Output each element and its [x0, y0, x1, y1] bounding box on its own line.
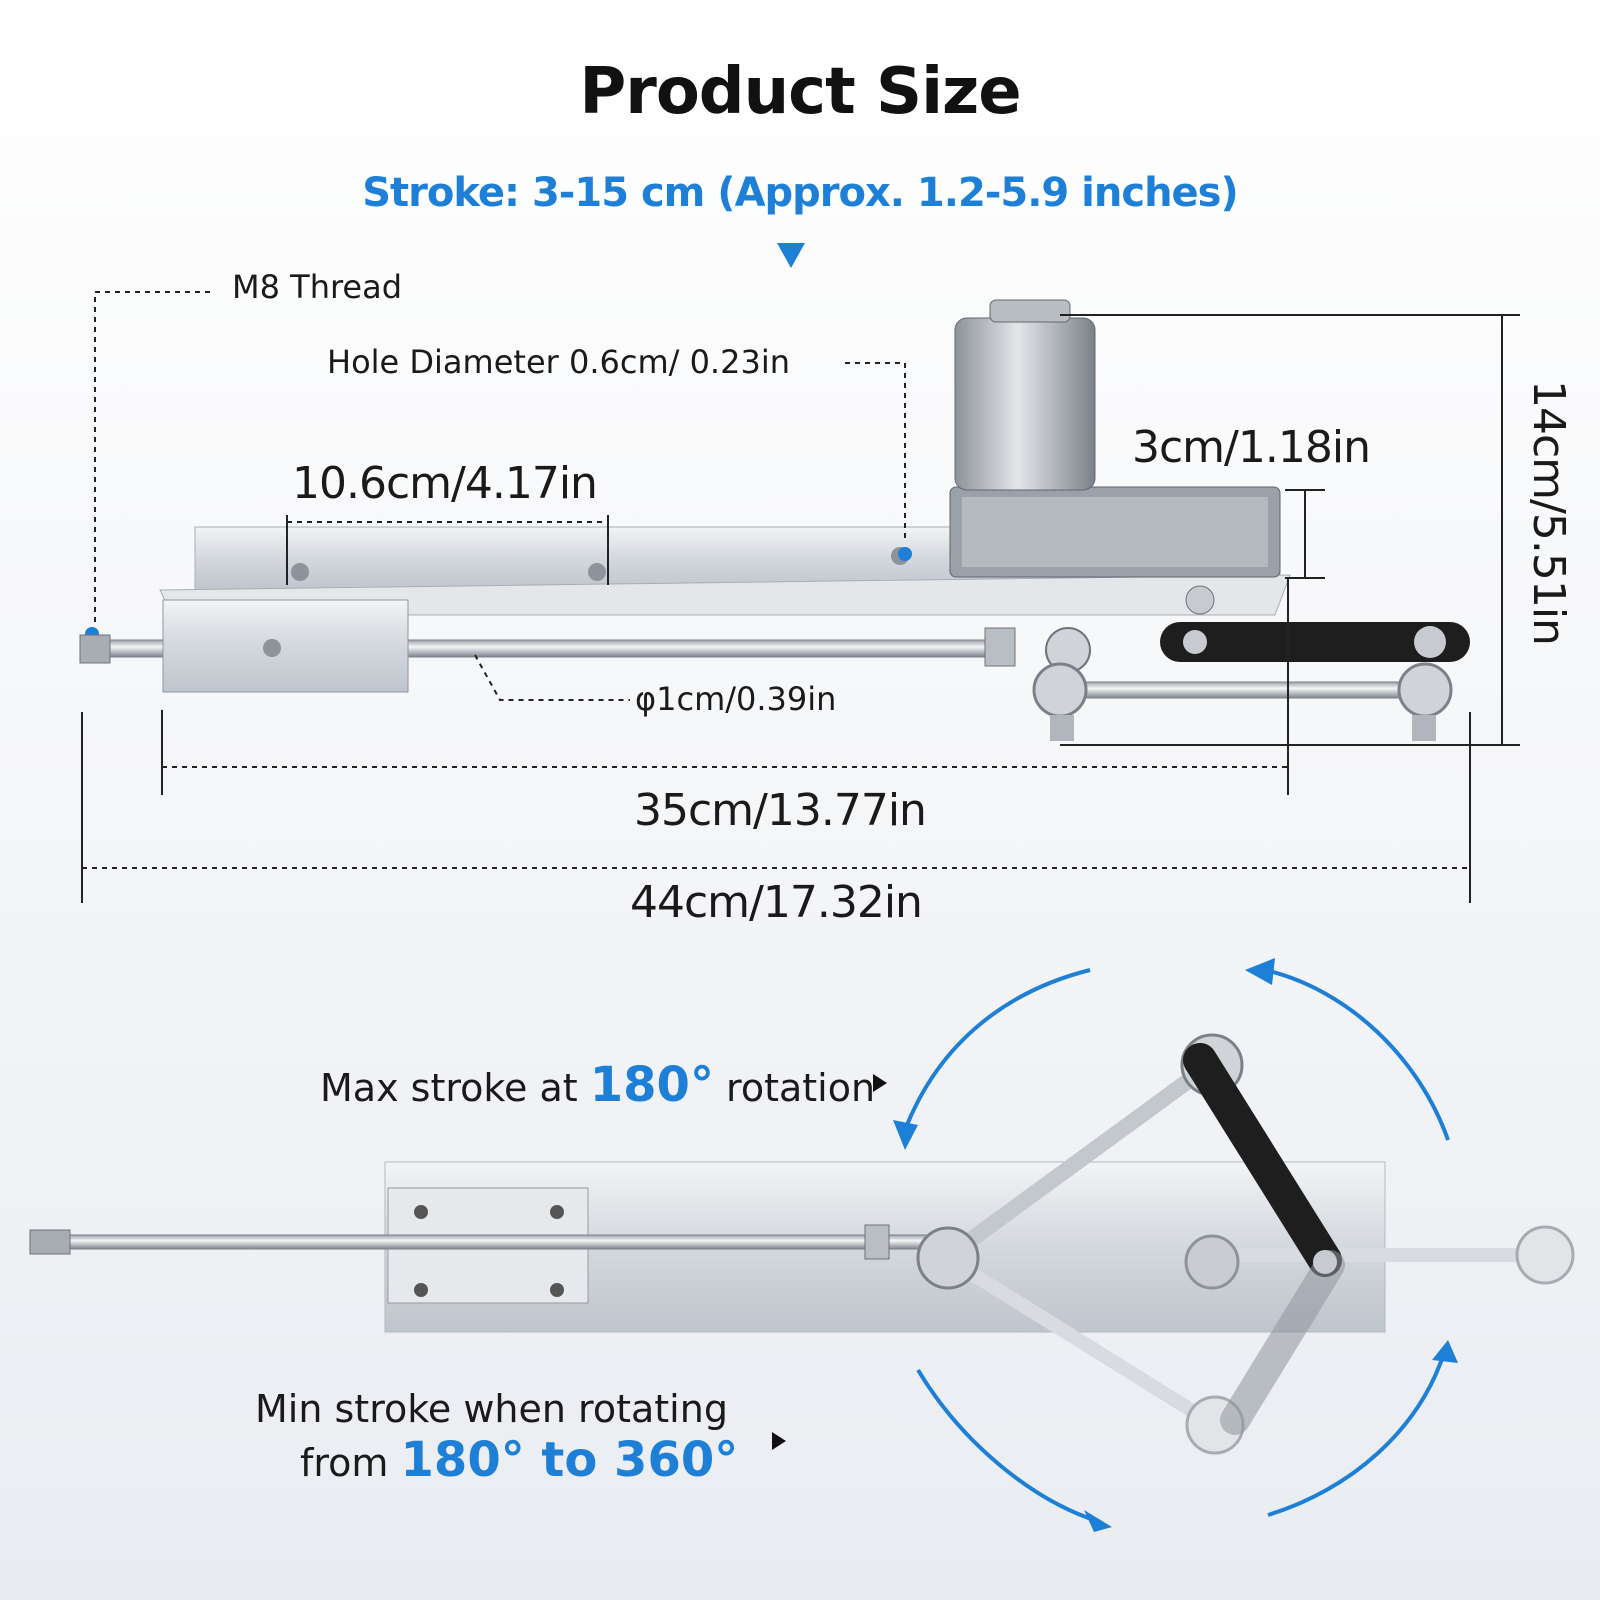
mount-hole: [291, 563, 309, 581]
hole-spacing-label: 10.6cm/4.17in: [292, 458, 598, 509]
linear-bearing-block: [162, 599, 409, 693]
rod-diameter-label: φ1cm/0.39in: [635, 680, 837, 718]
mount-hole: [588, 563, 606, 581]
stroke-range-text: Stroke: 3-15 cm (Approx. 1.2-5.9 inches): [362, 170, 1239, 216]
inner-length-label: 35cm/13.77in: [634, 785, 927, 836]
total-length-label: 44cm/17.32in: [630, 877, 923, 928]
stroke-arrow-down-icon: [777, 243, 805, 268]
min-stroke-prefix: from: [300, 1441, 401, 1485]
push-rod-bottom: [34, 1234, 936, 1250]
motor-body: [954, 317, 1096, 491]
min-stroke-line1: Min stroke when rotating: [255, 1387, 728, 1431]
crank-arm: [1160, 622, 1470, 662]
height-label: 14cm/5.51in: [1523, 380, 1574, 645]
min-stroke-line2: from 180° to 360°: [300, 1432, 738, 1488]
min-stroke-angle-range: 180° to 360°: [400, 1432, 739, 1488]
page-title: Product Size: [579, 55, 1021, 129]
rotation-arrow-icon: [903, 968, 1450, 1524]
pointer-triangle-icon: [772, 1432, 786, 1450]
linkage-rod: [1049, 681, 1431, 699]
m8-thread-label: M8 Thread: [232, 268, 403, 306]
max-stroke-angle: 180°: [589, 1057, 714, 1113]
arm-offset-label: 3cm/1.18in: [1132, 422, 1371, 473]
max-stroke-note: Max stroke at 180° rotation: [320, 1057, 875, 1113]
pointer-triangle-icon: [873, 1074, 887, 1092]
max-stroke-prefix: Max stroke at: [320, 1066, 590, 1110]
max-stroke-suffix: rotation: [713, 1066, 876, 1110]
hole-diameter-label: Hole Diameter 0.6cm/ 0.23in: [327, 343, 790, 381]
